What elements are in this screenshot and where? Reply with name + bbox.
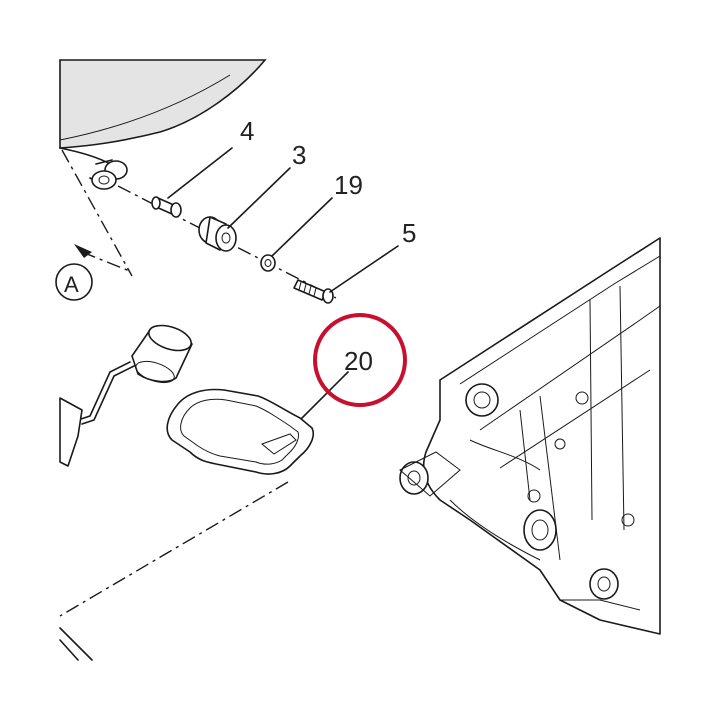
motorcycle-frame [399,237,661,635]
bracket-fragment [59,627,93,661]
callout-part-4: 4 [240,116,254,146]
view-a-marker: A [55,149,133,301]
callout-part-3: 3 [292,140,306,170]
callout-part-5: 5 [402,218,416,248]
fuel-pump-unit [59,324,193,467]
leader-lines [167,147,399,431]
part-20-gasket [166,388,315,475]
lower-axis [59,481,289,617]
view-a-label: A [64,272,79,297]
tank-mount-lug [89,159,128,190]
part-4-bushing [151,196,182,218]
fuel-tank [59,59,267,166]
highlight-ring [313,313,407,407]
part-19-washer [260,254,276,272]
callout-part-19: 19 [334,170,363,200]
part-5-screw [293,279,334,304]
part-3-grommet [198,216,237,252]
callout-part-20: 20 [344,346,373,376]
